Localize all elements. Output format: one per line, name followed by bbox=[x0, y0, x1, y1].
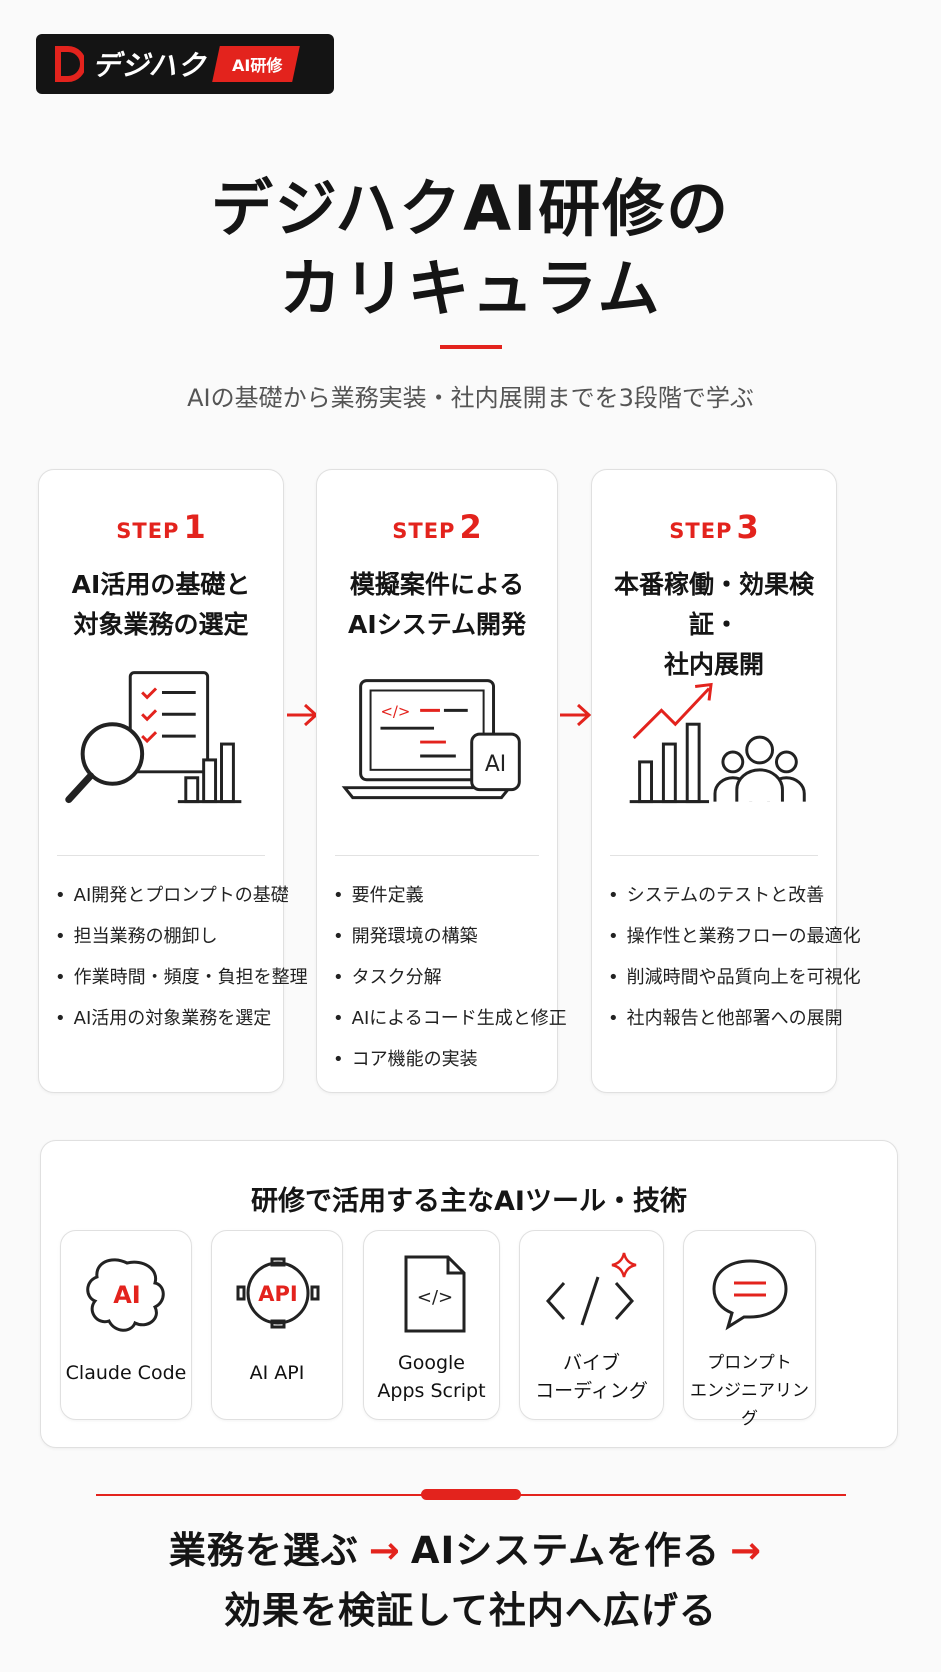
page-title-line1: デジハクAI研修の bbox=[210, 172, 731, 245]
svg-text:AI: AI bbox=[113, 1281, 141, 1309]
arrow-right-icon: → bbox=[368, 1529, 401, 1572]
page-title-line2: カリキュラム bbox=[279, 252, 662, 325]
logo-tag: AI研修 bbox=[212, 46, 301, 82]
tool-card-prompt-engineering: プロンプト エンジニアリング bbox=[683, 1230, 816, 1429]
list-item: 要件定義 bbox=[333, 875, 567, 916]
tool-label: Google Apps Script bbox=[377, 1352, 486, 1402]
step-title: AI活用の基礎と 対象業務の選定 bbox=[71, 570, 251, 639]
tools-title: 研修で活用する主なAIツール・技術 bbox=[251, 1186, 687, 1217]
tool-label: Claude Code bbox=[65, 1362, 187, 1384]
logo-mark-icon bbox=[55, 46, 84, 82]
ai-badge: AI bbox=[485, 752, 506, 777]
ai-brain-icon: AI bbox=[86, 1258, 165, 1332]
list-item: 社内報告と他部署への展開 bbox=[608, 998, 861, 1039]
tool-label: バイブ コーディング bbox=[535, 1352, 648, 1402]
page-subtitle: AIの基礎から業務実装・社内展開までを3段階で学ぶ bbox=[187, 384, 754, 412]
list-item: システムのテストと改善 bbox=[608, 875, 861, 916]
tool-card-ai-api: API AI API bbox=[211, 1230, 343, 1420]
list-item: AI開発とプロンプトの基礎 bbox=[55, 875, 308, 916]
list-item: タスク分解 bbox=[333, 957, 567, 998]
tool-card-claude-code: AI Claude Code bbox=[60, 1230, 192, 1420]
code-sparkle-icon bbox=[545, 1252, 637, 1326]
api-gear-icon: API bbox=[236, 1257, 320, 1329]
chat-bubble-icon bbox=[712, 1259, 788, 1331]
laptop-code-ai-icon: </> AI bbox=[341, 679, 521, 800]
list-item: 開発環境の構築 bbox=[333, 916, 567, 957]
step-divider bbox=[57, 855, 265, 856]
growth-chart-team-icon bbox=[629, 682, 806, 804]
list-item: AIによるコード生成と修正 bbox=[333, 998, 567, 1039]
tagline-line2: 効果を検証して社内へ広げる bbox=[224, 1589, 717, 1632]
checklist-magnifier-chart-icon bbox=[65, 671, 242, 804]
svg-text:</>: </> bbox=[380, 702, 410, 720]
arrow-right-icon: → bbox=[730, 1529, 763, 1572]
svg-text:</>: </> bbox=[417, 1287, 453, 1308]
list-item: 担当業務の棚卸し bbox=[55, 916, 308, 957]
step-title: 模擬案件による AIシステム開発 bbox=[348, 570, 526, 639]
tool-label: プロンプト エンジニアリング bbox=[690, 1353, 809, 1429]
step-items: 要件定義 開発環境の構築 タスク分解 AIによるコード生成と修正 コア機能の実装 bbox=[333, 875, 567, 1080]
code-file-icon: </> bbox=[404, 1255, 466, 1333]
tool-label: AI API bbox=[249, 1362, 305, 1384]
list-item: AI活用の対象業務を選定 bbox=[55, 998, 308, 1039]
bottom-divider-accent bbox=[421, 1489, 521, 1500]
logo-name: デジハク bbox=[92, 49, 207, 82]
arrow-right-icon bbox=[560, 703, 592, 727]
step-items: システムのテストと改善 操作性と業務フローの最適化 削減時間や品質向上を可視化 … bbox=[608, 875, 861, 1039]
tool-card-apps-script: </> Google Apps Script bbox=[363, 1230, 500, 1420]
step-title: 本番稼働・効果検証・ 社内展開 bbox=[613, 570, 814, 679]
list-item: 操作性と業務フローの最適化 bbox=[608, 916, 861, 957]
list-item: 削減時間や品質向上を可視化 bbox=[608, 957, 861, 998]
step-divider bbox=[335, 855, 539, 856]
list-item: 作業時間・頻度・負担を整理 bbox=[55, 957, 308, 998]
tagline-line1: 業務を選ぶ→AIシステムを作る→ bbox=[168, 1529, 763, 1572]
svg-text:API: API bbox=[258, 1282, 297, 1306]
list-item: コア機能の実装 bbox=[333, 1039, 567, 1080]
step-items: AI開発とプロンプトの基礎 担当業務の棚卸し 作業時間・頻度・負担を整理 AI活… bbox=[55, 875, 308, 1039]
brand-logo: デジハク AI研修 bbox=[36, 34, 334, 94]
title-divider bbox=[440, 345, 502, 349]
tool-card-vibe-coding: バイブ コーディング bbox=[519, 1230, 664, 1420]
step-divider bbox=[610, 855, 818, 856]
